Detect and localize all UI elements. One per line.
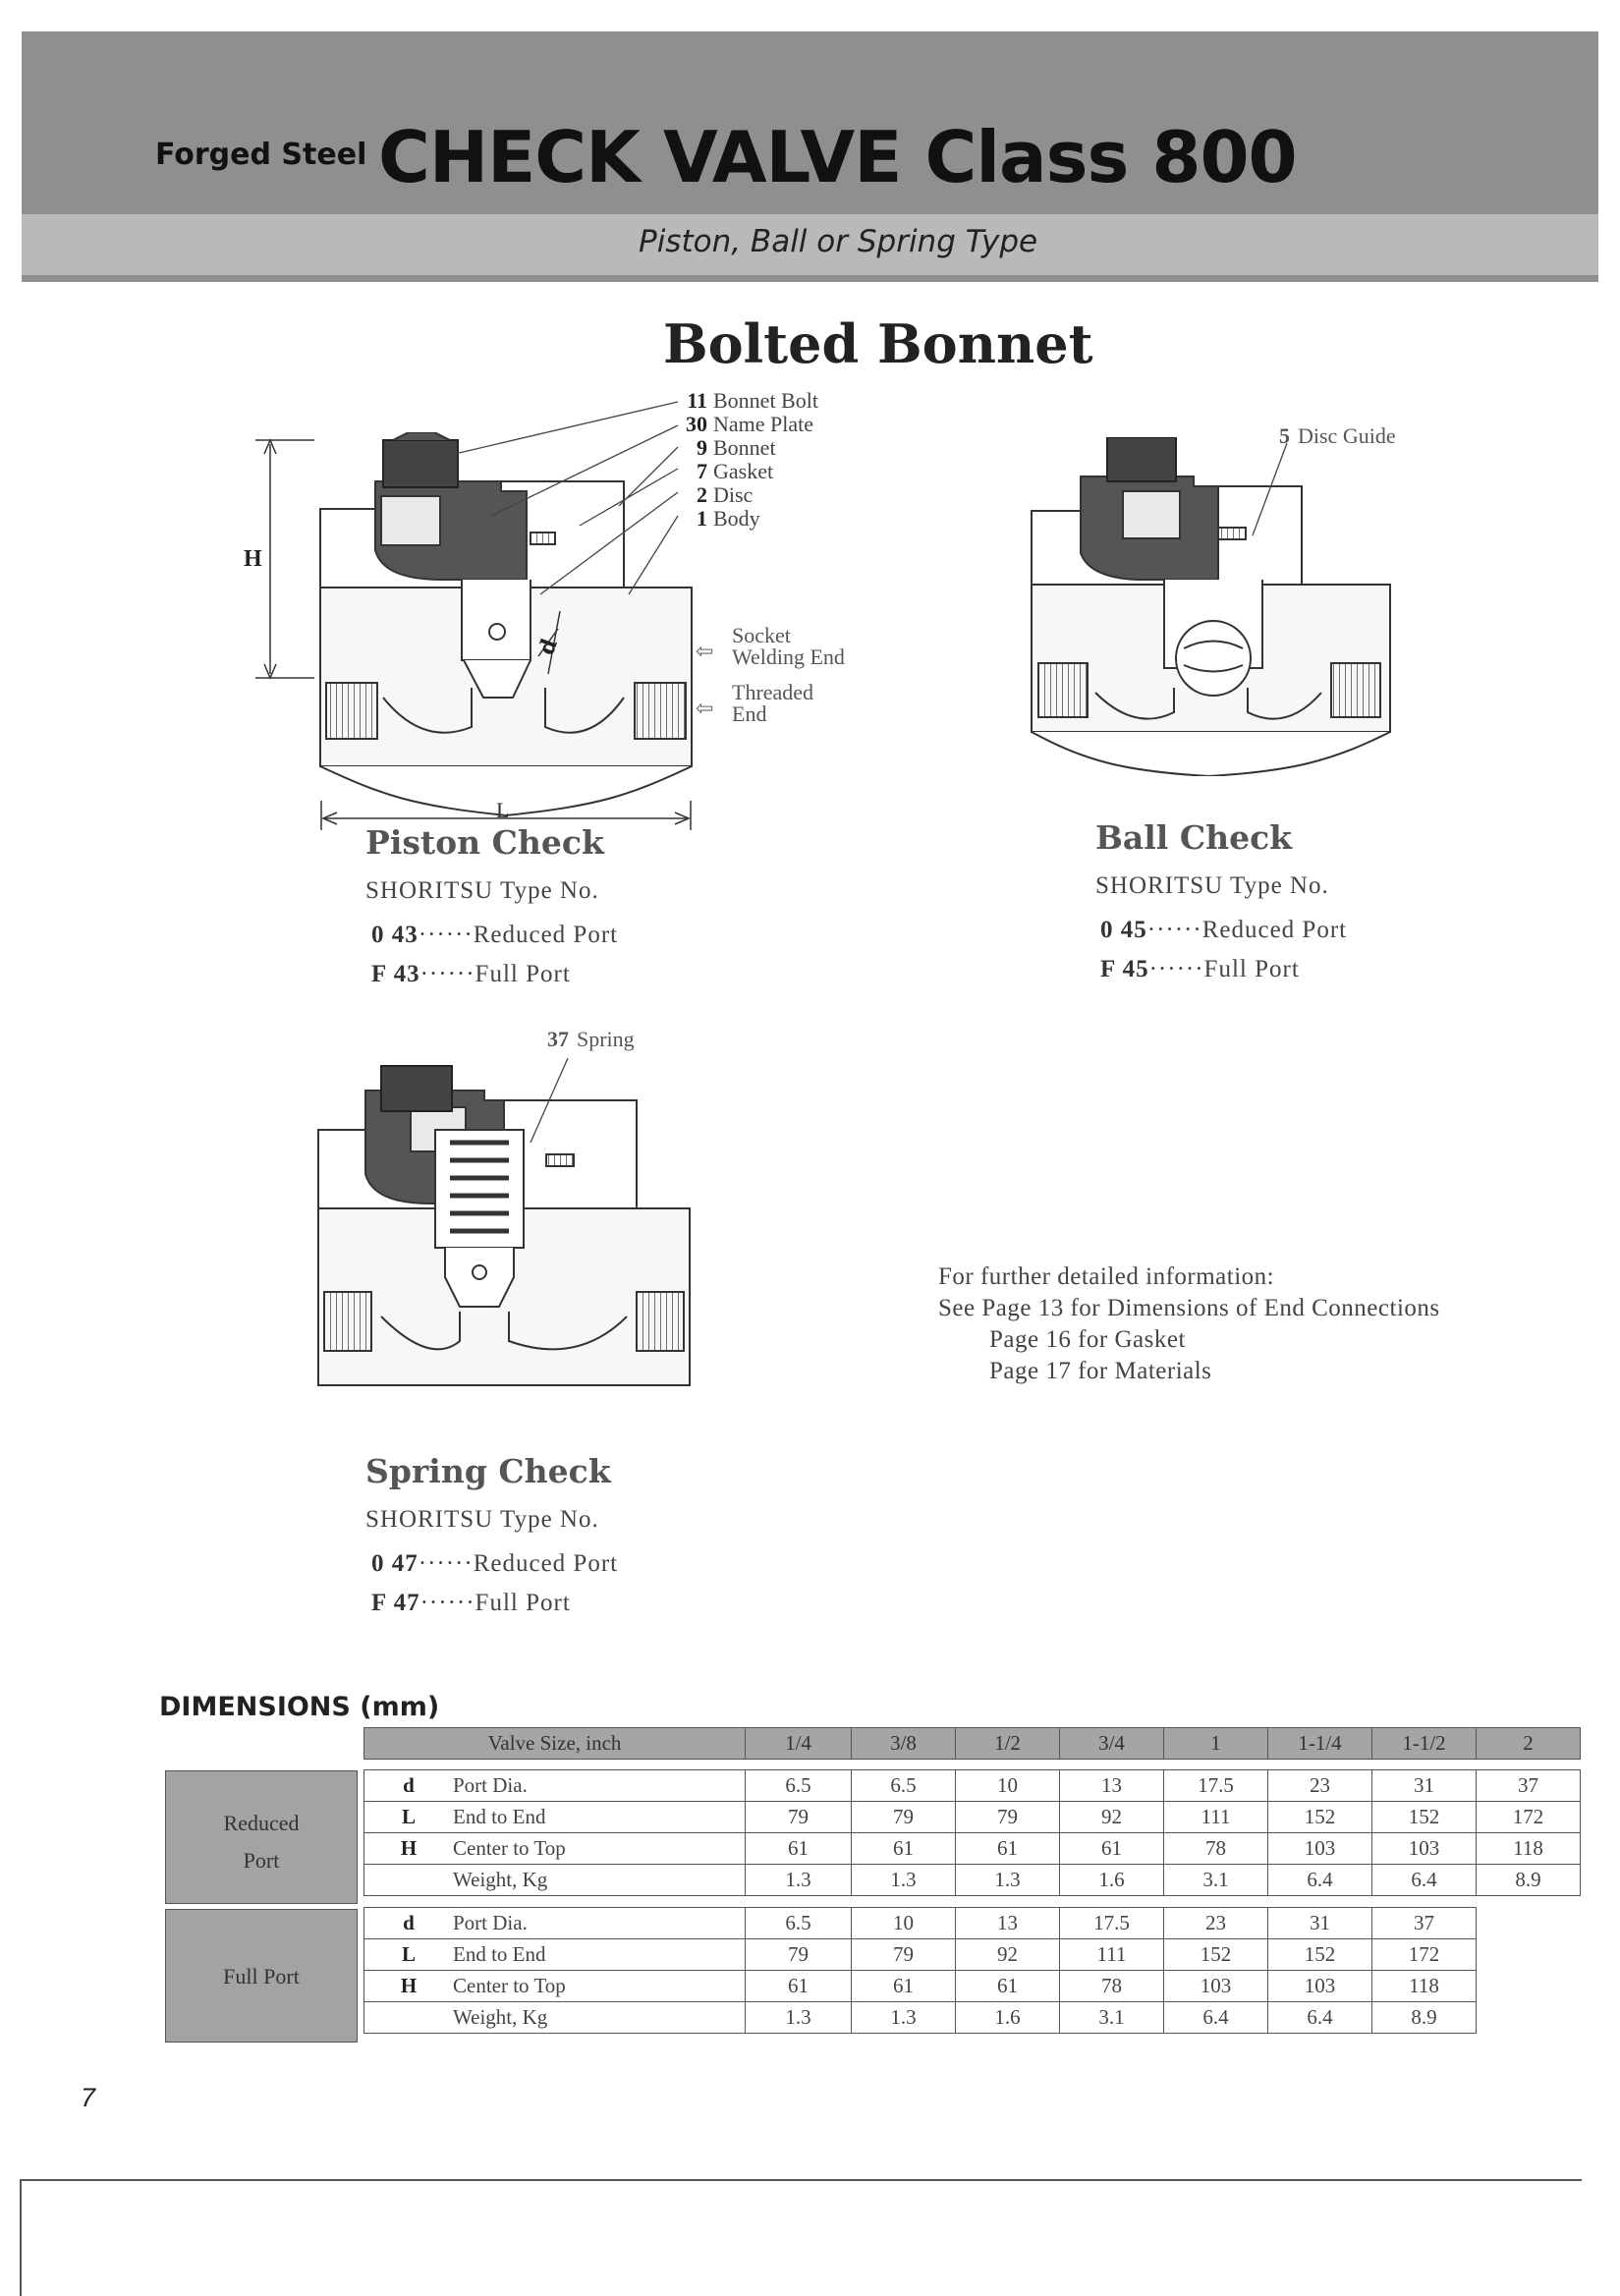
header-title: CHECK VALVE Class 800 bbox=[378, 116, 1298, 198]
info-line: For further detailed information: bbox=[938, 1263, 1275, 1290]
spring-check-drawing bbox=[317, 1057, 691, 1386]
header-subtitle: Piston, Ball or Spring Type bbox=[639, 224, 1038, 259]
size-cell: 1-1/4 bbox=[1267, 1727, 1372, 1760]
further-info-block: For further detailed information: See Pa… bbox=[938, 1261, 1440, 1387]
piston-full-port: F 43······Full Port bbox=[371, 961, 571, 987]
dim-h-label: H bbox=[244, 546, 262, 572]
ball-full-port: F 45······Full Port bbox=[1100, 956, 1300, 982]
size-cell: 1/2 bbox=[955, 1727, 1060, 1760]
info-line: See Page 13 for Dimensions of End Connec… bbox=[938, 1295, 1440, 1321]
piston-type-label: SHORITSU Type No. bbox=[365, 877, 599, 904]
socket-welding-label: Socket Welding End bbox=[732, 623, 845, 669]
l-dimension-line bbox=[320, 801, 692, 830]
page-number: 7 bbox=[81, 2083, 96, 2112]
reduced-port-table: Valve Size, inch 1/4 3/8 1/2 3/4 1 1-1/4… bbox=[363, 1727, 1581, 1896]
piston-check-title: Piston Check bbox=[365, 823, 604, 862]
full-port-label: Full Port bbox=[165, 1909, 358, 2043]
section-title: Bolted Bonnet bbox=[663, 312, 1093, 375]
size-cell: 3/4 bbox=[1059, 1727, 1164, 1760]
spring-reduced-port: 0 47······Reduced Port bbox=[371, 1550, 619, 1577]
spring-check-title: Spring Check bbox=[365, 1452, 611, 1490]
piston-reduced-port: 0 43······Reduced Port bbox=[371, 922, 619, 948]
info-line: Page 16 for Gasket bbox=[989, 1326, 1186, 1353]
dim-l-label: L bbox=[496, 798, 510, 822]
spring-type-label: SHORITSU Type No. bbox=[365, 1506, 599, 1533]
ball-check-drawing bbox=[1031, 437, 1391, 776]
ball-reduced-port: 0 45······Reduced Port bbox=[1100, 917, 1348, 943]
size-header-label: Valve Size, inch bbox=[363, 1727, 746, 1760]
ball-type-label: SHORITSU Type No. bbox=[1095, 872, 1329, 899]
spring-full-port: F 47······Full Port bbox=[371, 1590, 571, 1616]
dimensions-title: DIMENSIONS (mm) bbox=[159, 1692, 440, 1722]
size-cell: 2 bbox=[1476, 1727, 1581, 1760]
size-cell: 1 bbox=[1163, 1727, 1268, 1760]
size-cell: 1-1/2 bbox=[1371, 1727, 1477, 1760]
ball-check-title: Ball Check bbox=[1095, 818, 1293, 857]
threaded-end-label: Threaded End bbox=[732, 680, 814, 726]
header-prefix: Forged Steel bbox=[155, 138, 367, 172]
arrow-left-icon: ⇦ bbox=[696, 639, 714, 663]
subtitle-strip bbox=[22, 214, 1598, 275]
size-cell: 1/4 bbox=[745, 1727, 852, 1760]
footer-side-rule bbox=[20, 2179, 22, 2296]
piston-check-drawing: d bbox=[319, 432, 693, 817]
piston-leader-lines bbox=[441, 401, 679, 595]
info-line: Page 17 for Materials bbox=[989, 1358, 1212, 1384]
reduced-port-label: Reduced Port bbox=[165, 1770, 358, 1904]
arrow-left-icon: ⇦ bbox=[696, 696, 714, 720]
size-cell: 3/8 bbox=[851, 1727, 956, 1760]
h-dimension-line bbox=[255, 438, 314, 680]
footer-rule bbox=[20, 2179, 1582, 2181]
size-header-row: Valve Size, inch 1/4 3/8 1/2 3/4 1 1-1/4… bbox=[363, 1727, 1581, 1760]
